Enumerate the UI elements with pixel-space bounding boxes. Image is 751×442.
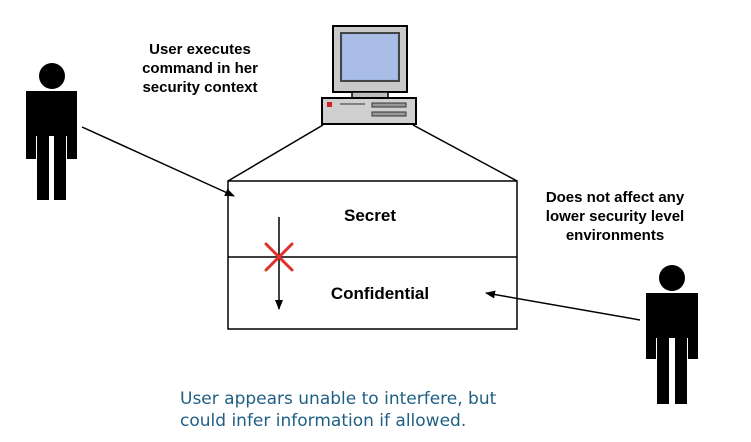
caption-line-1: User appears unable to interfere, but [180, 389, 497, 409]
computer-icon [321, 25, 417, 125]
right-user-person-icon [646, 265, 698, 404]
left-user-arrow [81, 126, 235, 197]
blocked-x-icon [264, 242, 294, 272]
caption-line-2: could infer information if allowed. [180, 411, 467, 431]
confidential-layer-label: Confidential [330, 284, 430, 303]
left-user-person-icon [26, 63, 77, 200]
user-executes-label: User executes command in her security co… [142, 41, 258, 96]
secret-layer-label: Secret [344, 206, 396, 225]
context-connector [227, 124, 518, 182]
no-effect-label: Does not affect any lower security level… [545, 189, 685, 244]
right-user-arrow [485, 290, 641, 321]
security-levels-box [227, 180, 518, 330]
caption: User appears unable to interfere, but co… [180, 388, 580, 432]
